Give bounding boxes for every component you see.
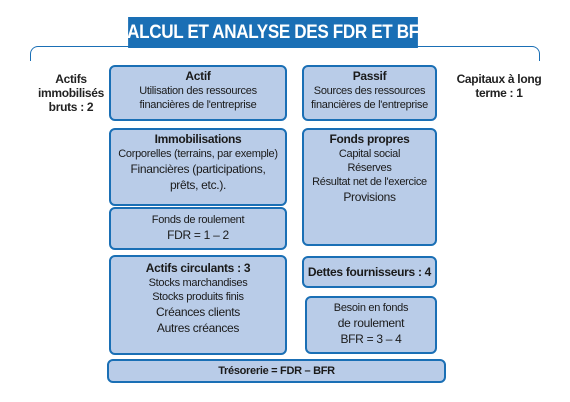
box-immobilisations: Immobilisations Corporelles (terrains, p… (109, 128, 287, 206)
box-line: Besoin en fonds (333, 302, 409, 314)
box-line: Corporelles (terrains, par exemple) (118, 148, 278, 160)
box-heading: Fonds propres (329, 132, 410, 146)
label-line: bruts : 2 (48, 100, 94, 114)
box-actifs-circulants: Actifs circulants : 3 Stocks marchandise… (109, 255, 287, 355)
box-heading: Dettes fournisseurs : 4 (307, 265, 432, 279)
box-line: Stocks produits finis (152, 291, 244, 303)
tresorerie-formula: Trésorerie = FDR – BFR (218, 365, 335, 377)
bfr-formula: BFR = 3 – 4 (340, 332, 402, 346)
box-passif: Passif Sources des ressources financière… (302, 65, 437, 121)
box-line: Financières (participations, (130, 162, 266, 176)
box-fonds-de-roulement: Fonds de roulement FDR = 1 – 2 (109, 207, 287, 250)
box-line: financières de l'entreprise (139, 99, 257, 111)
label-line: long terme : 1 (475, 72, 542, 100)
box-line: Stocks marchandises (148, 277, 248, 289)
box-line: de roulement (337, 316, 405, 330)
box-line: prêts, etc.). (169, 178, 227, 192)
box-line: Autres créances (156, 321, 240, 335)
box-line: financières de l'entreprise (311, 99, 428, 111)
label-actifs-immobilises: Actifs immobilisés bruts : 2 (34, 72, 108, 114)
box-heading: Actif (185, 69, 211, 83)
box-tresorerie: Trésorerie = FDR – BFR (107, 359, 446, 383)
box-line: Résultat net de l'exercice (312, 176, 427, 188)
box-line: Créances clients (156, 305, 240, 319)
box-actif: Actif Utilisation des ressources financi… (109, 65, 287, 121)
box-line: Fonds de roulement (151, 214, 245, 226)
box-heading: Actifs circulants : 3 (145, 261, 251, 275)
label-capitaux-long-terme: Capitaux à long terme : 1 (456, 72, 542, 100)
box-line: Sources des ressources (313, 85, 426, 97)
box-line: Réserves (347, 162, 392, 174)
box-dettes-fournisseurs: Dettes fournisseurs : 4 (302, 256, 437, 288)
top-bracket (30, 46, 540, 61)
diagram-title: CALCUL ET ANALYSE DES FDR ET BFR (115, 17, 431, 48)
box-heading: Passif (352, 69, 387, 83)
label-line: Actifs (55, 72, 87, 86)
box-line: Provisions (343, 190, 396, 204)
label-line: Capitaux à (456, 72, 515, 86)
fdr-formula: FDR = 1 – 2 (167, 228, 229, 242)
box-heading: Immobilisations (154, 132, 242, 146)
box-line: Utilisation des ressources (139, 85, 257, 97)
box-besoin-fonds-roulement: Besoin en fonds de roulement BFR = 3 – 4 (305, 296, 437, 354)
box-fonds-propres: Fonds propres Capital social Réserves Ré… (302, 128, 437, 246)
box-line: Capital social (338, 148, 401, 160)
label-line: immobilisés (37, 86, 105, 100)
